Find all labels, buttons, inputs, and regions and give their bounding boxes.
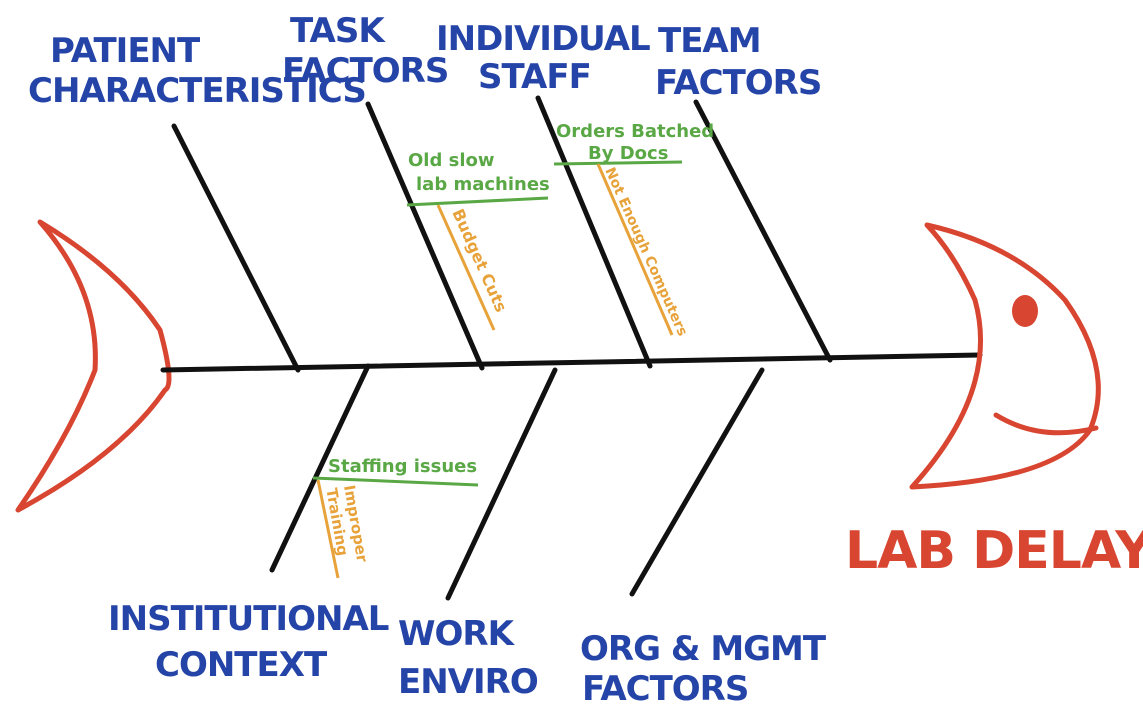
category-institutional-line1: INSTITUTIONAL — [108, 599, 389, 639]
cause-staff-line1: Orders Batched — [556, 121, 714, 142]
category-org-line2: FACTORS — [582, 669, 748, 709]
cause-institutional: Staffing issues — [328, 456, 477, 477]
category-task-line2: FACTORS — [282, 51, 448, 91]
category-team: TEAM FACTORS — [655, 21, 821, 103]
category-staff: INDIVIDUAL STAFF — [436, 19, 661, 97]
cause-line-institutional — [313, 478, 478, 485]
cause-line-task — [407, 198, 548, 205]
cause-staff: Orders Batched By Docs — [556, 121, 720, 164]
category-org: ORG & MGMT FACTORS — [580, 629, 836, 709]
category-patient-line1: PATIENT — [50, 31, 201, 71]
fish-mouth — [996, 415, 1096, 433]
category-team-line1: TEAM — [658, 21, 761, 61]
category-institutional: INSTITUTIONAL CONTEXT — [108, 599, 399, 685]
category-staff-line2: STAFF — [478, 57, 591, 97]
category-work-line2: ENVIRO — [398, 662, 538, 702]
fish-eye — [1012, 295, 1038, 327]
category-task: TASK FACTORS — [282, 11, 448, 91]
category-staff-line1: INDIVIDUAL — [436, 19, 650, 59]
cause-task: Old slow lab machines — [408, 150, 550, 195]
category-task-line1: TASK — [290, 11, 386, 51]
category-org-line1: ORG & MGMT — [580, 629, 827, 669]
sub-cause-line-staff — [598, 164, 672, 335]
category-work-line1: WORK — [398, 614, 516, 654]
bone-patient — [174, 126, 298, 370]
cause-task-line2: lab machines — [416, 174, 550, 195]
sub-cause-institutional: Improper Training — [322, 484, 372, 572]
category-institutional-line2: CONTEXT — [155, 645, 328, 685]
fish-spine — [163, 355, 980, 370]
category-team-line2: FACTORS — [655, 63, 821, 103]
category-work: WORK ENVIRO — [398, 614, 538, 702]
bone-org — [632, 370, 762, 594]
fish-tail — [18, 222, 169, 510]
cause-staff-line2: By Docs — [588, 143, 668, 164]
sub-cause-staff: Not Enough Computers — [601, 165, 690, 338]
cause-task-line1: Old slow — [408, 150, 495, 171]
effect-label: LAB DELAYS — [845, 521, 1143, 581]
